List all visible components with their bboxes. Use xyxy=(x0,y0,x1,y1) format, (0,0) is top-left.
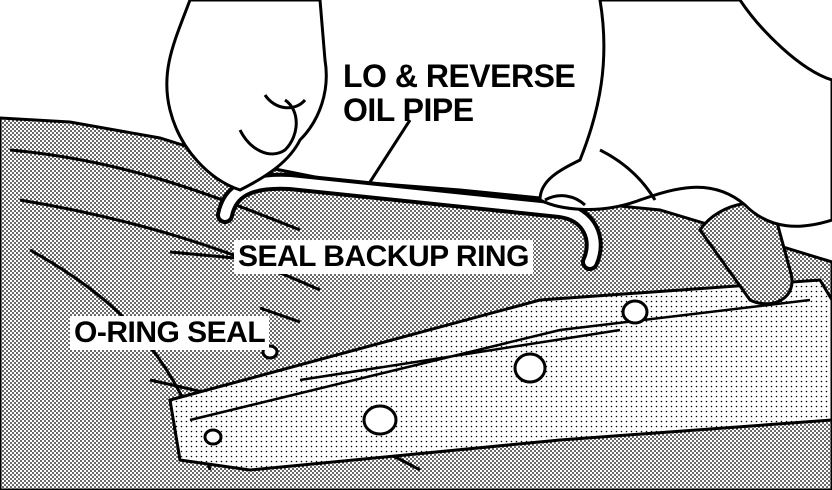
left-hand xyxy=(165,0,328,192)
label-o-ring-seal: O-RING SEAL xyxy=(70,316,270,350)
label-seal-backup-ring: SEAL BACKUP RING xyxy=(234,240,533,274)
case-rail xyxy=(9,148,421,472)
label-lo-reverse-oil-pipe-line2: OIL PIPE xyxy=(343,92,474,128)
valve-body xyxy=(168,278,832,472)
label-lo-reverse-oil-pipe-line1: LO & REVERSE xyxy=(343,58,576,94)
right-hand xyxy=(538,0,832,228)
servo-housing xyxy=(698,201,794,306)
leader-lines xyxy=(169,119,412,324)
bolt-bosses xyxy=(203,299,649,446)
